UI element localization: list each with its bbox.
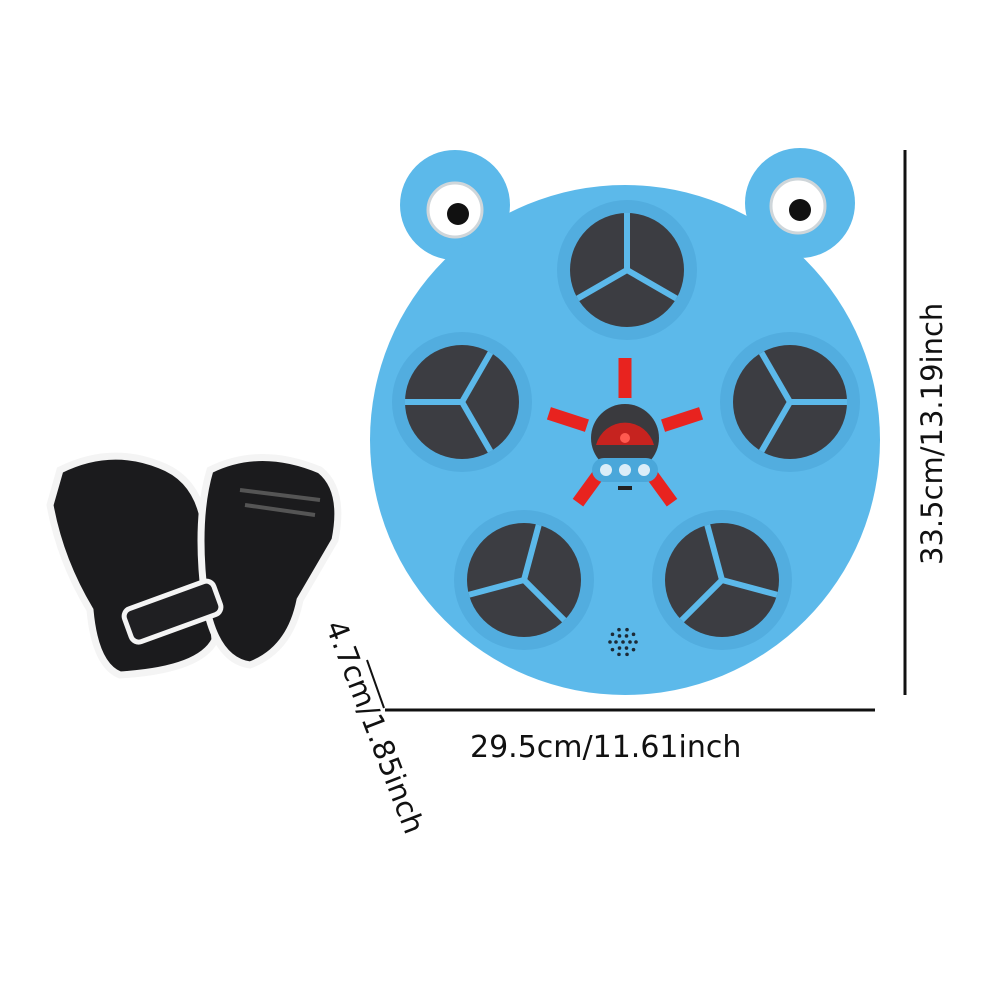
led-strip: [546, 407, 589, 432]
punch-pad: [557, 200, 697, 340]
boxing-gloves: [46, 452, 342, 679]
glove-strap: [121, 578, 224, 645]
speaker-grille: [608, 627, 638, 657]
width-label: 29.5cm/11.61inch: [470, 730, 742, 765]
height-label: 33.5cm/13.19inch: [915, 302, 949, 565]
button-2: [619, 464, 631, 476]
button-3: [638, 464, 650, 476]
punch-pad: [454, 510, 594, 650]
punch-pad: [720, 332, 860, 472]
punch-board: [370, 148, 880, 695]
punch-pad: [392, 332, 532, 472]
button-1: [600, 464, 612, 476]
led-strip: [661, 407, 704, 432]
punch-pad: [652, 510, 792, 650]
depth-dimension-line: [366, 659, 385, 709]
right-glove: [197, 454, 342, 669]
